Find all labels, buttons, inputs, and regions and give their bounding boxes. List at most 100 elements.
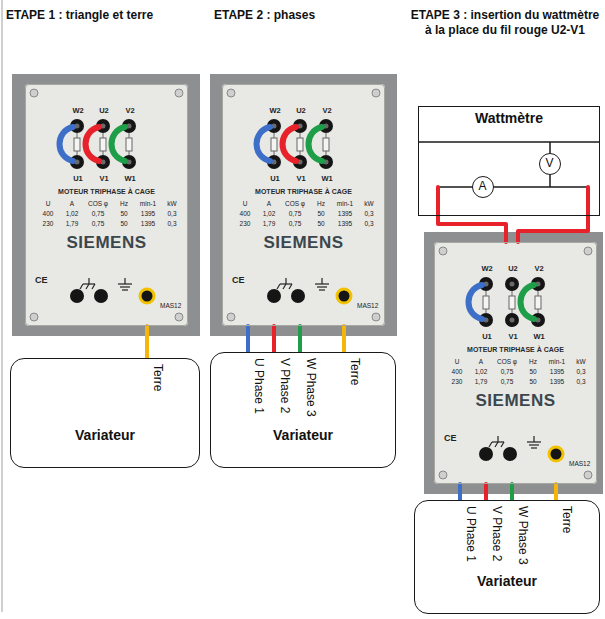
- rating-cell: COS φ: [88, 200, 108, 208]
- rating-cell: 0,3: [167, 220, 176, 228]
- rating-cell: min-1: [337, 200, 353, 208]
- wire-connector: [246, 326, 250, 352]
- photo-background: [12, 74, 200, 336]
- meter-letter: A: [473, 180, 493, 193]
- rating-cell: A: [267, 200, 271, 208]
- rating-cell: Hz: [317, 200, 325, 208]
- photo-background: [210, 74, 397, 336]
- rating-cell: 1395: [141, 220, 155, 228]
- terminal-label: V2: [322, 106, 331, 115]
- terminal-label: U2: [508, 264, 518, 273]
- rating-cell: COS φ: [285, 200, 305, 208]
- rating-cell: kW: [576, 358, 585, 366]
- terminal-label: W1: [533, 332, 544, 341]
- motor-plate: MOTEUR TRIPHASE À CAGESIEMENSW2U2V2U1V1W…: [434, 242, 597, 484]
- motor-plate: MOTEUR TRIPHASE À CAGESIEMENSW2U2V2U1V1W…: [222, 84, 385, 326]
- rating-cell: 50: [120, 220, 127, 228]
- blue-jumper: [257, 127, 271, 161]
- terminal-label: U1: [482, 332, 492, 341]
- page-rule: [2, 0, 3, 612]
- terminal-label: V1: [296, 174, 305, 183]
- meter-letter: V: [540, 157, 560, 170]
- wire-label: W Phase 3: [304, 358, 318, 417]
- rating-cell: 0,75: [92, 220, 105, 228]
- rating-cell: 1395: [550, 368, 564, 376]
- wire-connector: [342, 326, 346, 352]
- rating-cell: 50: [317, 220, 324, 228]
- terminal-label: W2: [72, 106, 83, 115]
- rating-cell: 0,3: [167, 210, 176, 218]
- model-code: MAS12: [569, 460, 590, 468]
- step-title: ETAPE 2 : phases: [214, 8, 400, 23]
- wire-connector: [554, 484, 558, 500]
- brand-name: SIEMENS: [435, 391, 596, 411]
- wattmeter-box: WattmètreVA: [418, 106, 600, 216]
- drive-box: Variateur: [210, 352, 396, 468]
- rating-cell: U: [46, 200, 51, 208]
- motor-plate-drawing: [434, 242, 597, 484]
- terminal-label: U1: [270, 174, 280, 183]
- rating-cell: COS φ: [497, 358, 517, 366]
- wattmeter-leads: [438, 187, 588, 215]
- wire-connector: [518, 216, 588, 242]
- rating-cell: 400: [240, 210, 251, 218]
- rating-cell: Hz: [529, 358, 537, 366]
- wire-connector: [458, 484, 462, 500]
- terminal-label: W1: [321, 174, 332, 183]
- rating-cell: 230: [452, 378, 463, 386]
- terminal-label: W2: [269, 106, 280, 115]
- rating-cell: Hz: [120, 200, 128, 208]
- rating-cell: kW: [167, 200, 176, 208]
- rating-cell: 1,02: [263, 210, 276, 218]
- box-title: Variateur: [415, 573, 599, 589]
- terminal-label: W2: [481, 264, 492, 273]
- terminal-label: V2: [125, 106, 134, 115]
- ce-mark: CE: [35, 275, 48, 286]
- rating-cell: 50: [529, 378, 536, 386]
- rating-cell: 50: [120, 210, 127, 218]
- rating-cell: 0,75: [501, 368, 514, 376]
- terminal-label: U2: [296, 106, 306, 115]
- ce-mark: CE: [232, 275, 245, 286]
- rating-cell: 0,75: [289, 210, 302, 218]
- motor-plate-drawing: [25, 84, 188, 326]
- wire-label: V Phase 2: [490, 506, 504, 561]
- green-jumper: [521, 285, 535, 319]
- green-jumper: [112, 127, 126, 161]
- rating-cell: U: [455, 358, 460, 366]
- box-title: Variateur: [11, 427, 199, 443]
- wire-connector: [510, 484, 514, 500]
- terminal-label: U2: [99, 106, 109, 115]
- motor-plate-drawing: [222, 84, 385, 326]
- wire-label: Terre: [560, 506, 574, 533]
- box-title: Variateur: [211, 427, 395, 443]
- rating-cell: 0,3: [576, 378, 585, 386]
- plate-heading: MOTEUR TRIPHASE À CAGE: [26, 188, 187, 195]
- rating-cell: 0,75: [289, 220, 302, 228]
- step-title: ETAPE 3 : insertion du wattmètre à la pl…: [410, 8, 600, 38]
- rating-cell: 0,3: [576, 368, 585, 376]
- rating-cell: 230: [43, 220, 54, 228]
- wire-connector: [438, 216, 506, 242]
- plate-heading: MOTEUR TRIPHASE À CAGE: [435, 346, 596, 353]
- rating-cell: 0,3: [364, 220, 373, 228]
- wire-label: Terre: [348, 358, 362, 385]
- terminal-label: U1: [73, 174, 83, 183]
- meter-circle: V: [539, 153, 561, 175]
- wire-label: Terre: [151, 364, 165, 391]
- red-jumper: [283, 127, 297, 161]
- rating-cell: 1,02: [66, 210, 79, 218]
- wire-connector: [145, 326, 149, 358]
- wire-label: W Phase 3: [516, 506, 530, 565]
- wire-connector: [272, 326, 276, 352]
- rating-cell: A: [70, 200, 74, 208]
- rating-cell: min-1: [549, 358, 565, 366]
- rating-cell: 1395: [141, 210, 155, 218]
- ce-mark: CE: [444, 433, 457, 444]
- rating-cell: 400: [43, 210, 54, 218]
- model-code: MAS12: [357, 302, 378, 310]
- blue-jumper: [469, 285, 483, 319]
- rating-cell: 230: [240, 220, 251, 228]
- photo-background: [424, 232, 603, 494]
- drive-box: Variateur: [10, 358, 200, 468]
